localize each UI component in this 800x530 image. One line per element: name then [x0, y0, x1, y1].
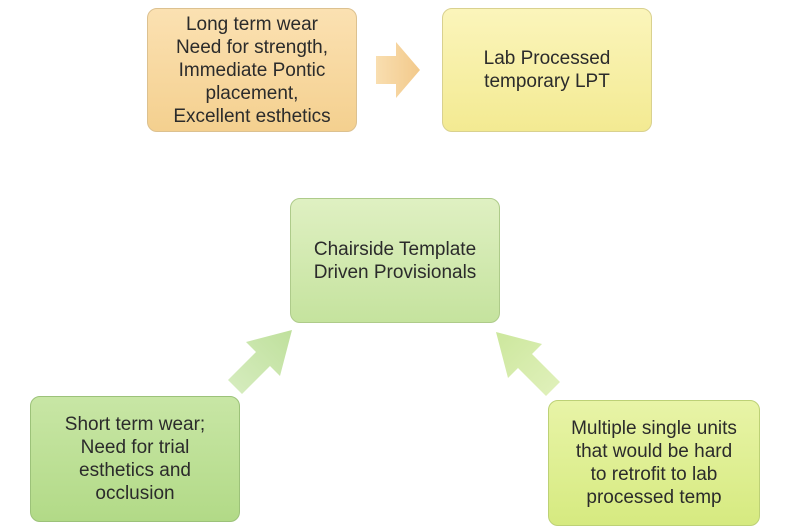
lab-processed-box: Lab Processed temporary LPT [442, 8, 652, 132]
short-term-wear-text: Short term wear; Need for trial esthetic… [64, 414, 206, 504]
multiple-units-box: Multiple single units that would be hard… [548, 400, 760, 526]
arrow-long-to-lab [376, 42, 420, 98]
multiple-units-text: Multiple single units that would be hard… [571, 418, 737, 508]
lab-processed-text: Lab Processed temporary LPT [483, 48, 611, 92]
arrow-short-to-chairside [228, 330, 292, 394]
long-term-wear-text: Long term wear Need for strength, Immedi… [173, 13, 331, 127]
short-term-wear-box: Short term wear; Need for trial esthetic… [30, 396, 240, 522]
long-term-wear-box: Long term wear Need for strength, Immedi… [147, 8, 357, 132]
chairside-provisionals-box: Chairside Template Driven Provisionals [290, 198, 500, 323]
arrow-multiple-to-chairside [496, 332, 560, 396]
chairside-provisionals-text: Chairside Template Driven Provisionals [313, 238, 477, 283]
